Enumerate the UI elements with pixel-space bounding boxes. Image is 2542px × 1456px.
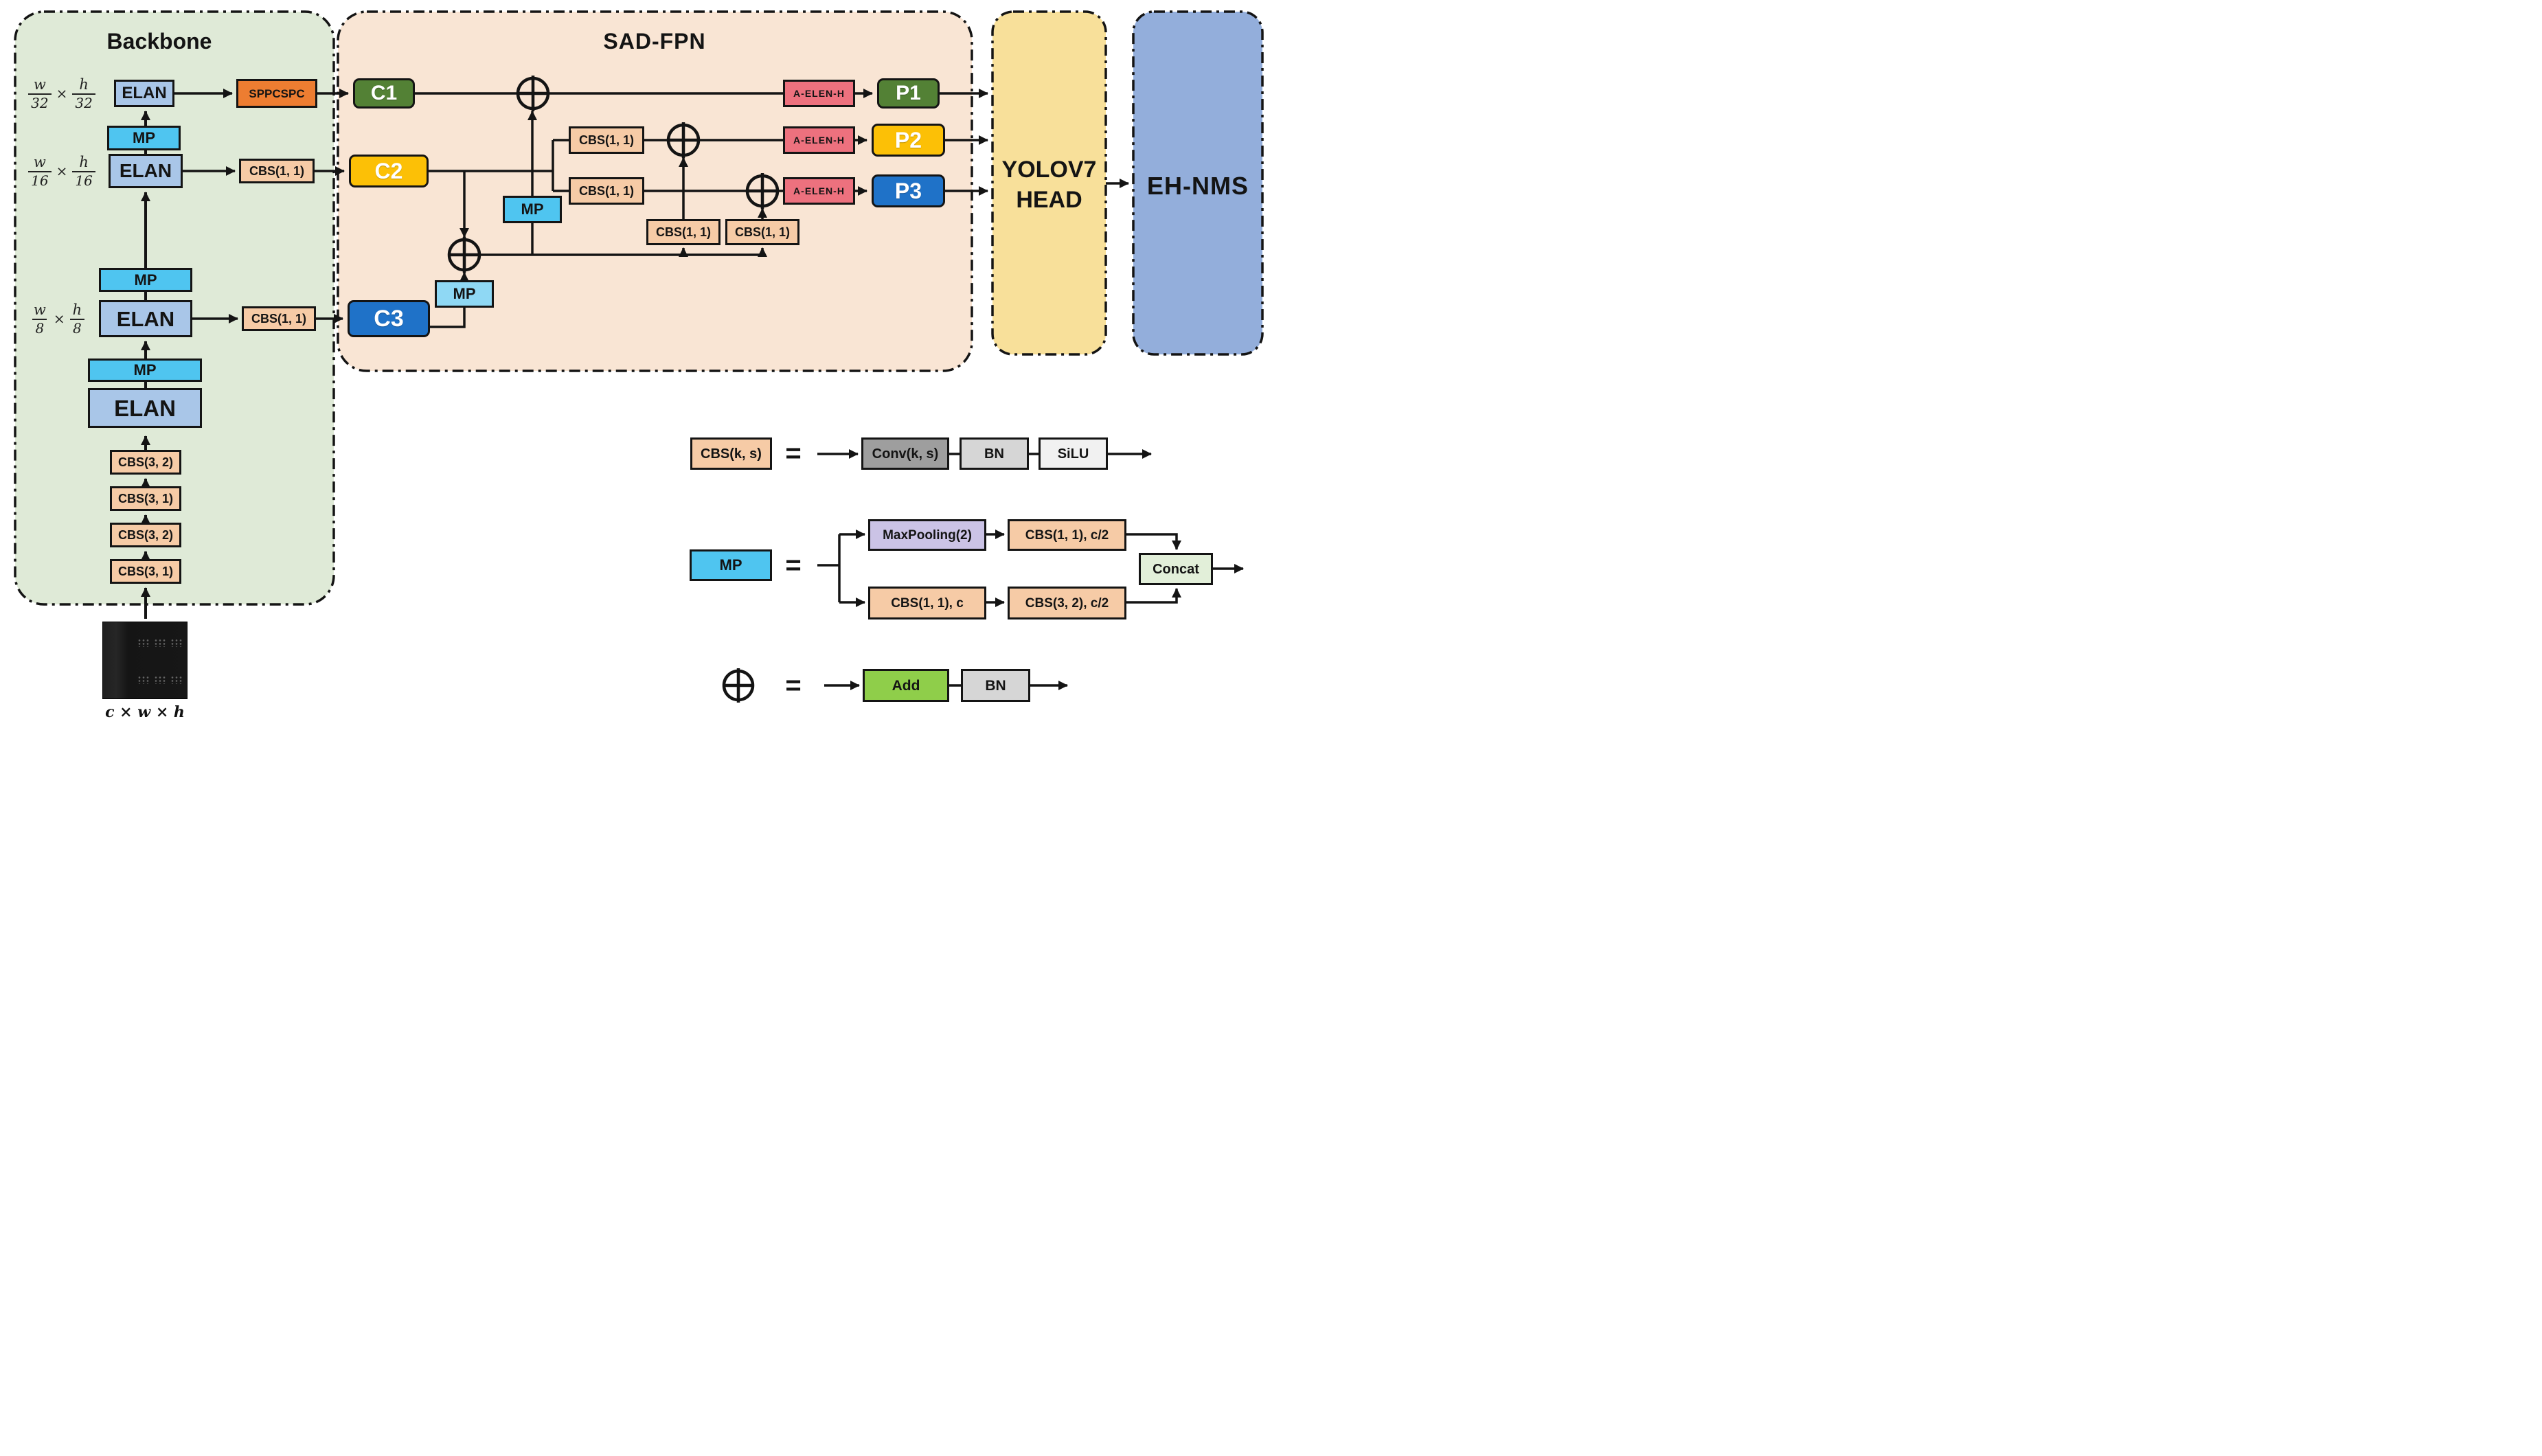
legend-conv-block: Conv(k, s) <box>861 437 949 470</box>
cbs-3-2-block-a: CBS(3, 2) <box>110 450 181 475</box>
yolov7-head-title-line2: HEAD <box>1016 187 1082 213</box>
legend-bn-block-2: BN <box>961 669 1030 702</box>
elan-block-32: ELAN <box>114 80 174 107</box>
input-dimensions-label: c × w × h <box>105 703 185 721</box>
eh-nms-title: EH-NMS <box>1147 172 1249 200</box>
elan-block-8: ELAN <box>99 300 192 337</box>
legend-mp-key: MP <box>690 549 772 581</box>
legend-cbs-3-2-c2-block: CBS(3, 2), c/2 <box>1008 587 1126 619</box>
sppcspc-block: SPPCSPC <box>236 79 317 108</box>
cbs-1-1-fpn-row2: CBS(1, 1) <box>569 126 644 154</box>
legend-concat-block: Concat <box>1139 553 1213 585</box>
cbs-1-1-backbone-16: CBS(1, 1) <box>239 159 315 183</box>
elan-block-4: ELAN <box>88 388 202 428</box>
add-icon <box>447 237 481 273</box>
mp-block-3: MP <box>88 359 202 382</box>
p3-node: P3 <box>872 174 945 207</box>
mp-block-2: MP <box>99 268 192 292</box>
legend-add-block: Add <box>863 669 949 702</box>
cbs-1-1-fpn-row3: CBS(1, 1) <box>569 177 644 205</box>
mp-fpn-upper: MP <box>503 196 562 223</box>
cbs-3-1-block-b: CBS(3, 1) <box>110 559 181 584</box>
mp-fpn-lower: MP <box>435 280 494 308</box>
backbone-title: Backbone <box>106 29 212 54</box>
c3-node: C3 <box>348 300 430 337</box>
c1-node: C1 <box>353 78 415 109</box>
mp-block-1: MP <box>107 126 181 150</box>
p2-node: P2 <box>872 124 945 157</box>
legend-cbs-1-1-c2-block: CBS(1, 1), c/2 <box>1008 519 1126 551</box>
cbs-1-1-backbone-8: CBS(1, 1) <box>242 306 316 331</box>
legend-bn-block-1: BN <box>960 437 1029 470</box>
legend-cbs-key: CBS(k, s) <box>690 437 772 470</box>
a-elen-h-block-2: A-ELEN-H <box>783 126 855 154</box>
cbs-1-1-fpn-bottom-2: CBS(1, 1) <box>725 219 799 245</box>
a-elen-h-block-1: A-ELEN-H <box>783 80 855 107</box>
legend-silu-block: SiLU <box>1039 437 1108 470</box>
c2-node: C2 <box>349 155 429 187</box>
legend-maxpooling-block: MaxPooling(2) <box>868 519 986 551</box>
elan-block-16: ELAN <box>109 154 183 188</box>
add-icon <box>666 122 701 158</box>
sad-fpn-title: SAD-FPN <box>603 29 706 54</box>
cbs-3-2-block-b: CBS(3, 2) <box>110 523 181 547</box>
eh-nms-panel <box>1132 10 1264 356</box>
add-icon <box>745 173 780 209</box>
legend-cbs-1-1-c-block: CBS(1, 1), c <box>868 587 986 619</box>
add-icon <box>516 76 550 111</box>
add-icon <box>722 668 755 703</box>
input-xray-image <box>102 622 188 699</box>
yolov7-head-panel <box>991 10 1107 356</box>
equals-sign-2: = <box>785 550 802 580</box>
cbs-1-1-fpn-bottom-1: CBS(1, 1) <box>646 219 720 245</box>
equals-sign-1: = <box>785 438 802 468</box>
yolov7-head-title-line1: YOLOV7 <box>1001 157 1097 183</box>
a-elen-h-block-3: A-ELEN-H <box>783 177 855 205</box>
p1-node: P1 <box>877 78 940 109</box>
equals-sign-3: = <box>785 670 802 701</box>
cbs-3-1-block-a: CBS(3, 1) <box>110 486 181 511</box>
